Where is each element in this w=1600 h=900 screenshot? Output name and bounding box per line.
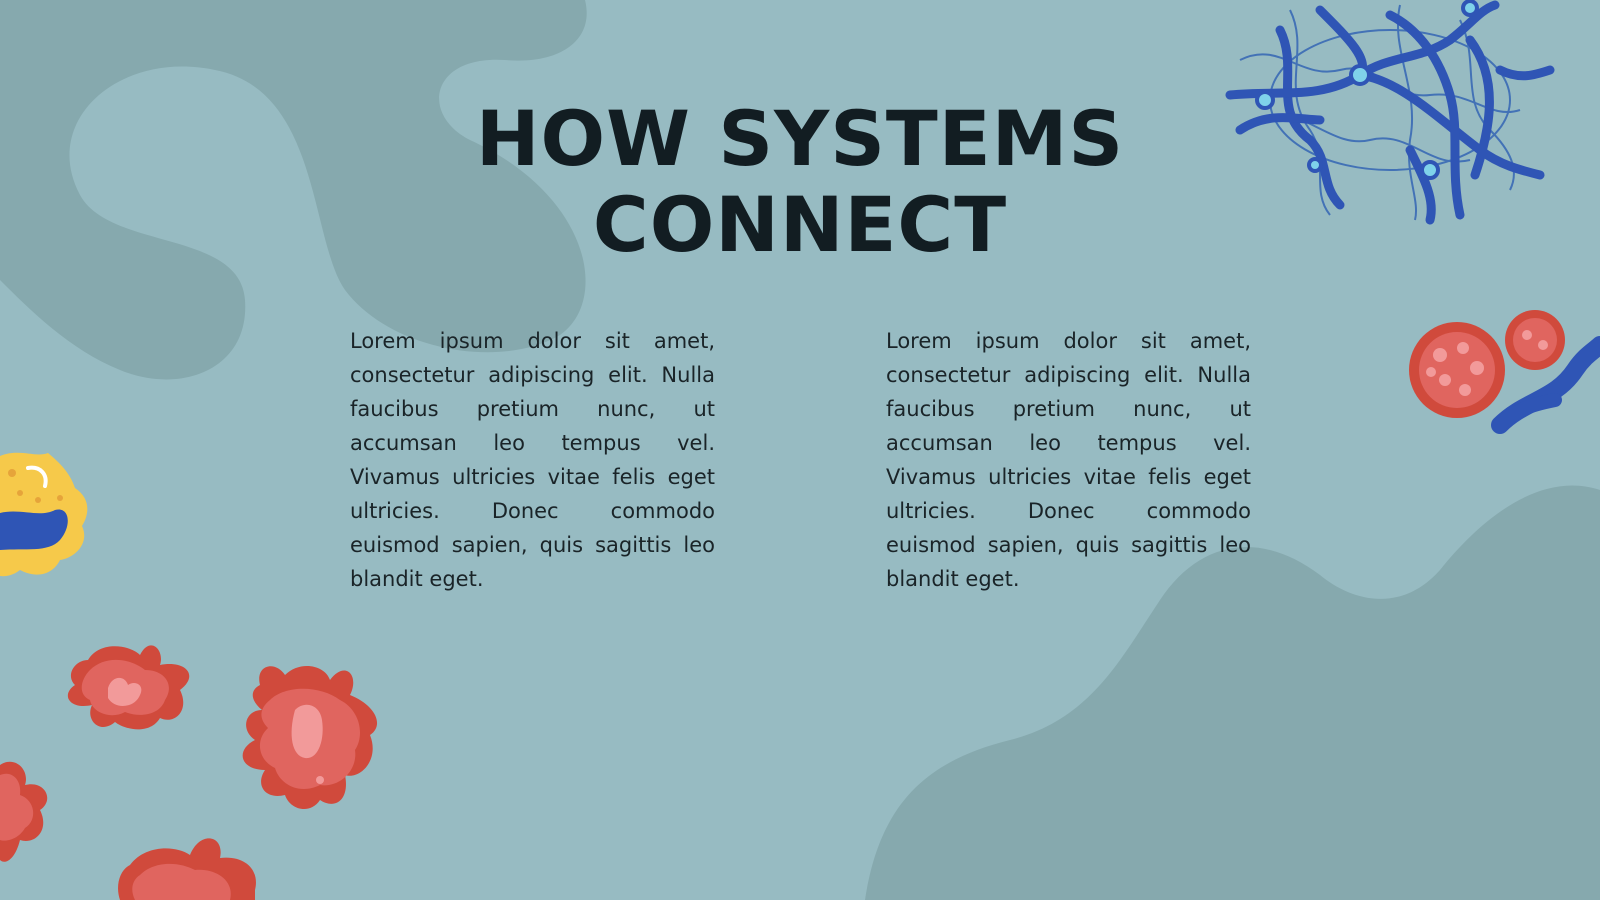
left-column-text: Lorem ipsum dolor sit amet, consectetur …: [350, 329, 715, 591]
neuron-network-illustration: [1225, 0, 1555, 225]
right-column-text: Lorem ipsum dolor sit amet, consectetur …: [886, 329, 1251, 591]
title-line-2: CONNECT: [592, 180, 1008, 269]
title-line-1: HOW SYSTEMS: [475, 94, 1125, 183]
bottom-right-blob: [865, 485, 1600, 900]
yellow-blue-cell-illustration: [0, 452, 88, 577]
alveoli-cluster-illustration: [1409, 310, 1600, 434]
top-left-blob: [0, 0, 587, 380]
red-blood-cell-illustration: [0, 645, 378, 900]
slide-title: HOW SYSTEMS CONNECT: [400, 96, 1200, 268]
